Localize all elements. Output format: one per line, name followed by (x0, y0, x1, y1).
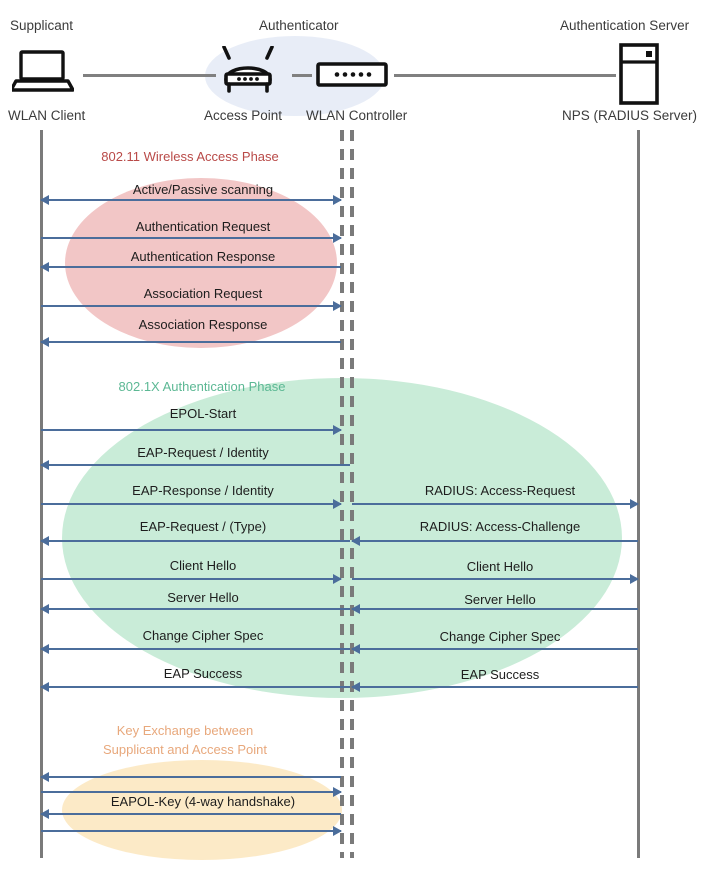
message-label-client-hello-right: Client Hello (466, 559, 534, 574)
message-arrow-association-request (41, 301, 342, 311)
actor-name-wlan-controller: WLAN Controller (306, 108, 408, 123)
lifeline-wlan-controller (350, 130, 354, 858)
message-label-radius-access-request: RADIUS: Access-Request (424, 483, 576, 498)
message-arrow-eapol-start (41, 425, 342, 435)
message-label-authentication-request: Authentication Request (135, 219, 271, 234)
phase-label-wireless-access: 802.11 Wireless Access Phase (101, 149, 279, 164)
message-label-eap-response-identity: EAP-Response / Identity (132, 483, 274, 498)
lifeline-supplicant (40, 130, 43, 858)
message-label-eap-success-left: EAP Success (163, 666, 243, 681)
actor-name-access-point: Access Point (204, 108, 283, 123)
message-label-server-hello-right: Server Hello (464, 592, 536, 607)
message-arrow-change-cipher-spec-left (40, 644, 350, 654)
message-label-radius-access-challenge: RADIUS: Access-Challenge (419, 519, 581, 534)
phase-label-key-exchange-line2: Supplicant and Access Point (102, 742, 268, 757)
message-arrow-eapol-key-3 (40, 809, 341, 819)
message-arrow-server-hello-left (40, 604, 350, 614)
phase-label-key-exchange-line1: Key Exchange between (116, 723, 254, 738)
actor-role-authenticator: Authenticator (259, 18, 339, 33)
lifeline-access-point (340, 130, 344, 858)
message-label-association-request: Association Request (143, 286, 263, 301)
link-client-to-ap (83, 74, 216, 77)
message-label-client-hello-left: Client Hello (169, 558, 237, 573)
phase-ellipse-key-exchange (62, 760, 342, 860)
message-arrow-authentication-request (41, 233, 342, 243)
message-label-authentication-response: Authentication Response (130, 249, 276, 264)
message-label-eap-success-right: EAP Success (460, 667, 540, 682)
message-label-association-response: Association Response (138, 317, 268, 332)
message-arrow-eap-success-left (40, 682, 350, 692)
message-arrow-eapol-key-2 (41, 787, 342, 797)
actor-name-nps-radius: NPS (RADIUS Server) (562, 108, 698, 123)
actor-role-supplicant: Supplicant (10, 18, 74, 33)
message-arrow-radius-access-challenge (351, 536, 638, 546)
controller-icon (316, 62, 388, 93)
wireless-router-icon (215, 45, 281, 99)
message-label-active-passive-scanning: Active/Passive scanning (132, 182, 274, 197)
message-arrow-eapol-key-1 (40, 772, 341, 782)
phase-label-dot1x-auth: 802.1X Authentication Phase (118, 379, 286, 394)
message-arrow-eap-request-identity (40, 460, 350, 470)
message-arrow-active-passive-scanning (40, 195, 342, 205)
message-label-eap-request-type: EAP-Request / (Type) (139, 519, 267, 534)
message-arrow-client-hello-left (41, 574, 342, 584)
message-arrow-client-hello-right (352, 574, 639, 584)
message-arrow-change-cipher-spec-right (351, 644, 638, 654)
message-arrow-association-response (40, 337, 341, 347)
lifeline-authentication-server (637, 130, 640, 858)
actor-name-wlan-client: WLAN Client (8, 108, 86, 123)
message-arrow-authentication-response (40, 262, 341, 272)
message-arrow-radius-access-request (352, 499, 639, 509)
link-controller-to-server (394, 74, 616, 77)
message-arrow-server-hello-right (351, 604, 638, 614)
laptop-icon (9, 50, 75, 97)
message-arrow-eapol-key-4 (41, 826, 342, 836)
server-icon (618, 43, 660, 110)
phase-ellipse-wireless-access (65, 178, 337, 348)
message-label-eap-request-identity: EAP-Request / Identity (137, 445, 269, 460)
message-label-eapol-key-handshake: EAPOL-Key (4-way handshake) (110, 794, 296, 809)
message-label-server-hello-left: Server Hello (167, 590, 239, 605)
phase-label-key-exchange: Key Exchange between Supplicant and Acce… (103, 721, 267, 759)
message-arrow-eap-response-identity (41, 499, 342, 509)
message-label-change-cipher-spec-left: Change Cipher Spec (142, 628, 264, 643)
link-ap-to-controller (292, 74, 312, 77)
message-arrow-eap-request-type (40, 536, 350, 546)
message-arrow-eap-success-right (351, 682, 638, 692)
message-label-change-cipher-spec-right: Change Cipher Spec (439, 629, 561, 644)
message-label-eapol-start: EPOL-Start (169, 406, 237, 421)
actor-role-authentication-server: Authentication Server (560, 18, 690, 33)
